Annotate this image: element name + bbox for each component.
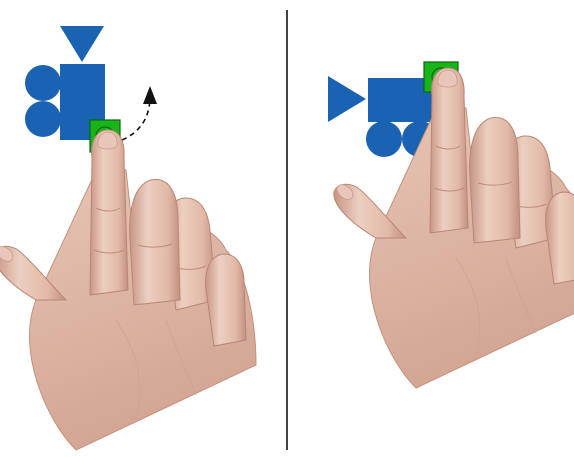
shape-wheel-top [25, 65, 61, 101]
hand-pointing-icon [0, 130, 256, 450]
shape-triangle-pointer [328, 76, 366, 122]
curved-arrow-icon [122, 86, 157, 140]
panel-before-rotation [0, 26, 256, 450]
panel-after-rotation [328, 62, 574, 388]
shape-triangle-pointer [60, 26, 104, 62]
shape-wheel-bottom [25, 101, 61, 137]
shape-wheel-left [366, 121, 402, 157]
